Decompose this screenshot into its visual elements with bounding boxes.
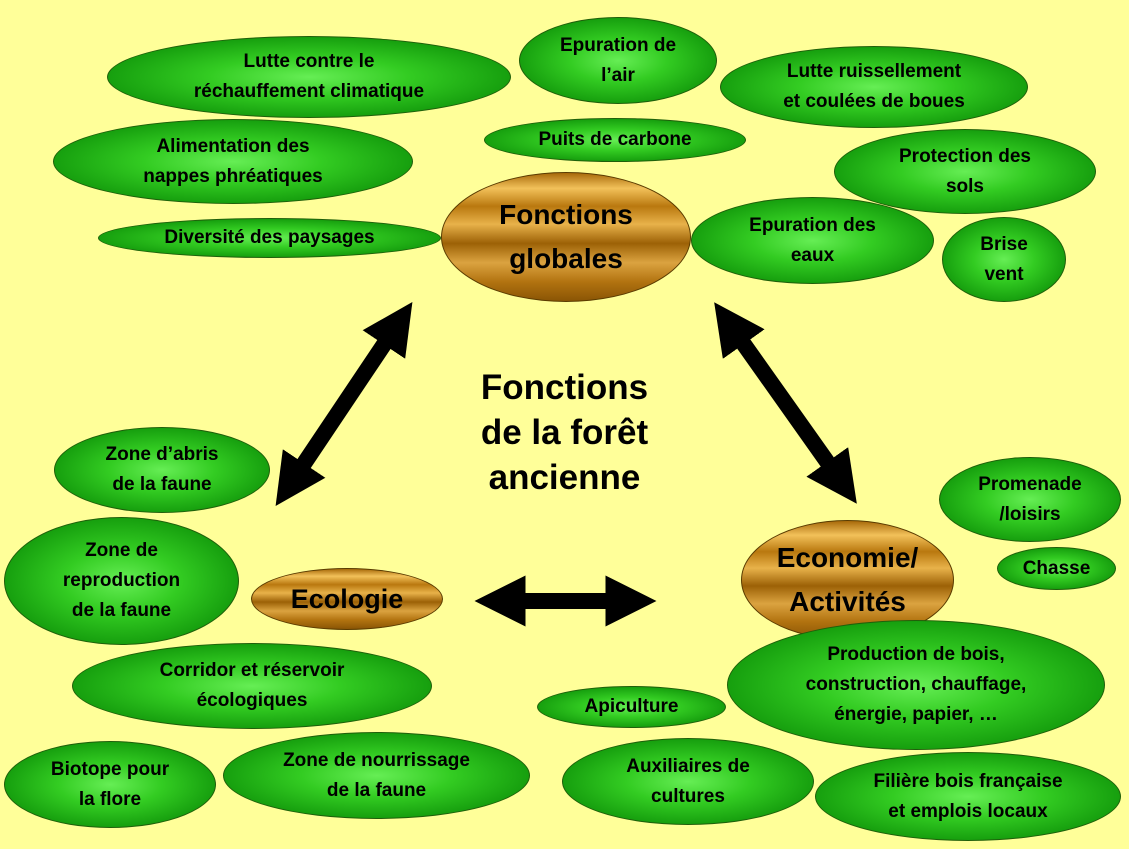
node-protection-sols: Protection des sols [834,129,1096,214]
diagram-title: Fonctions de la forêt ancienne [480,368,649,497]
node-zone-abris-faune: Zone d’abris de la faune [54,427,270,513]
node-epuration-eaux: Epuration des eaux [691,197,934,284]
node-promenade-loisirs: Promenade /loisirs [939,457,1121,542]
hub-economie-activites: Economie/ Activités [741,520,954,640]
hub-fonctions-globales: Fonctions globales [441,172,691,302]
node-puits-carbone: Puits de carbone [484,118,746,162]
node-chasse: Chasse [997,547,1116,590]
node-epuration-air: Epuration de l’air [519,17,717,104]
arrow-globales-economie [714,302,857,504]
node-lutte-ruissellement: Lutte ruissellement et coulées de boues [720,46,1028,128]
hub-ecologie: Ecologie [251,568,443,630]
node-corridor-reservoir: Corridor et réservoir écologiques [72,643,432,729]
node-rechauffement-climatique: Lutte contre le réchauffement climatique [107,36,511,118]
node-nappes-phreatiques: Alimentation des nappes phréatiques [53,119,413,204]
node-filiere-bois: Filière bois française et emplois locaux [815,752,1121,841]
node-brise-vent: Brise vent [942,217,1066,302]
node-zone-nourrissage: Zone de nourrissage de la faune [223,732,530,819]
node-zone-reproduction-faune: Zone de reproduction de la faune [4,517,239,645]
node-production-bois: Production de bois, construction, chauff… [727,620,1105,750]
node-biotope-flore: Biotope pour la flore [4,741,216,828]
node-diversite-paysages: Diversité des paysages [98,218,441,258]
arrow-globales-ecologie [275,301,413,507]
node-apiculture: Apiculture [537,686,726,728]
node-auxiliaires-cultures: Auxiliaires de cultures [562,738,814,825]
